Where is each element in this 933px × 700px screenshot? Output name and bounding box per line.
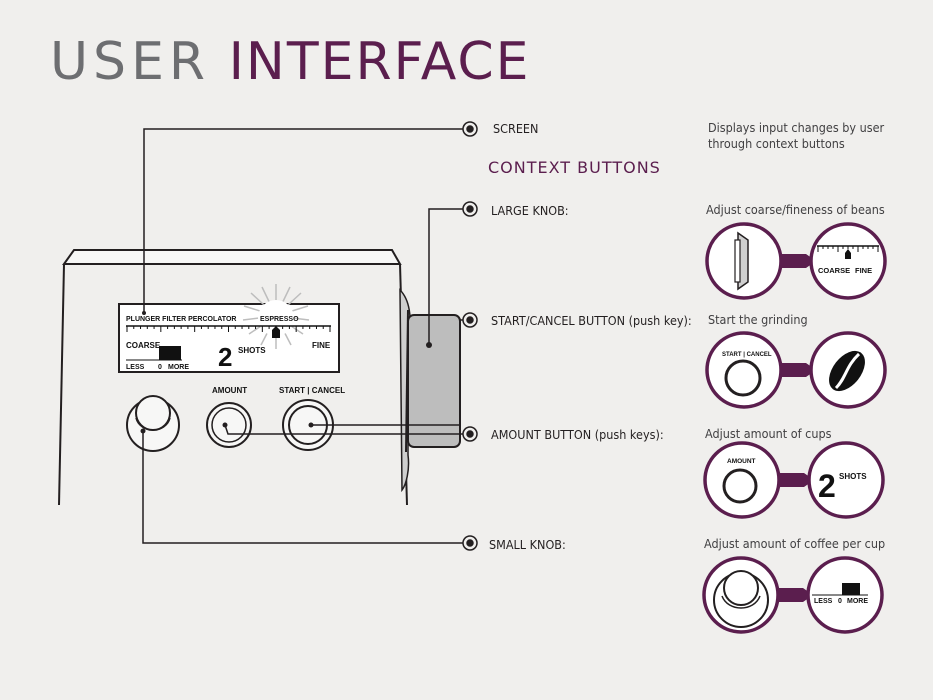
coarse-fine-icon — [809, 222, 887, 300]
icon-more-label: MORE — [847, 598, 868, 605]
start-cancel-icon-row: START | CANCEL — [705, 331, 887, 409]
arrow-right-icon — [777, 588, 813, 602]
grind-scale — [126, 326, 331, 332]
amount-icon-row: AMOUNT 2 SHOTS — [703, 441, 885, 519]
large-knob[interactable] — [399, 288, 461, 493]
callout-start-cancel: START/CANCEL BUTTON (push key): — [491, 313, 692, 328]
lcd-fine: FINE — [312, 341, 331, 350]
grinder-body — [58, 249, 408, 506]
amount-button[interactable]: AMOUNT — [206, 386, 252, 448]
callout-amount: AMOUNT BUTTON (push keys): — [491, 427, 664, 442]
start-cancel-button-label: START | CANCEL — [279, 386, 345, 395]
target-icon — [462, 312, 478, 328]
arrow-right-icon — [780, 254, 816, 268]
callout-screen: SCREEN — [493, 121, 539, 136]
desc-small-knob: Adjust amount of coffee per cup — [704, 536, 886, 551]
desc-large-knob: Adjust coarse/fineness of beans — [706, 202, 885, 217]
lcd-coarse: COARSE — [126, 341, 161, 350]
target-icon — [462, 535, 478, 551]
start-cancel-button[interactable]: START | CANCEL — [279, 386, 345, 451]
desc-screen-line2: through context buttons — [708, 136, 845, 151]
desc-start-cancel: Start the grinding — [708, 312, 808, 327]
target-icon — [462, 121, 478, 137]
lcd-shots-digit: 2 — [218, 342, 232, 372]
large-knob-icon-row: COARSE FINE — [705, 222, 887, 300]
icon-start-cancel-label: START | CANCEL — [722, 352, 772, 358]
target-icon — [462, 426, 478, 442]
leader-end-dots — [140, 311, 432, 434]
lcd-less: LESS — [126, 364, 145, 371]
lcd-shots: SHOTS — [238, 346, 266, 355]
small-knob[interactable] — [126, 395, 180, 452]
icon-zero-label: 0 — [838, 598, 842, 605]
arrow-right-icon — [778, 473, 814, 487]
grind-pointer-icon — [272, 326, 280, 338]
title-word-user: USER — [50, 32, 211, 92]
callout-large-knob: LARGE KNOB: — [491, 203, 569, 218]
amount-icon — [703, 441, 781, 519]
amount-button-label: AMOUNT — [212, 386, 247, 395]
callout-markers — [462, 121, 478, 551]
small-knob-icon-row: LESS 0 MORE — [702, 556, 884, 634]
lcd-modes: PLUNGER FILTER PERCOLATOR — [126, 316, 236, 323]
icon-fine-label: FINE — [855, 266, 872, 275]
section-heading: CONTEXT BUTTONS — [488, 158, 661, 177]
icon-less-label: LESS — [814, 598, 833, 605]
icon-shots-digit: 2 — [818, 468, 836, 504]
leader-lines — [142, 128, 463, 544]
shots-circle — [807, 441, 885, 519]
desc-amount: Adjust amount of cups — [705, 426, 832, 441]
coffee-bean-icon — [829, 350, 865, 392]
lcd-amount-bar — [159, 346, 181, 360]
icon-amount-label: AMOUNT — [727, 458, 756, 465]
lcd-display: PLUNGER FILTER PERCOLATOR ESPRESSO COARS… — [118, 284, 340, 373]
icon-shots-label: SHOTS — [839, 472, 867, 481]
target-icon — [462, 201, 478, 217]
page-title: USER INTERFACE — [50, 36, 531, 88]
lcd-espresso: ESPRESSO — [260, 316, 299, 323]
icon-coarse-label: COARSE — [818, 266, 850, 275]
lcd-zero: 0 — [158, 364, 162, 371]
title-word-interface: INTERFACE — [228, 32, 531, 92]
desc-screen-line1: Displays input changes by user — [708, 120, 885, 135]
callout-small-knob: SMALL KNOB: — [489, 537, 566, 552]
lcd-more: MORE — [168, 364, 189, 371]
arrow-right-icon — [780, 363, 816, 377]
